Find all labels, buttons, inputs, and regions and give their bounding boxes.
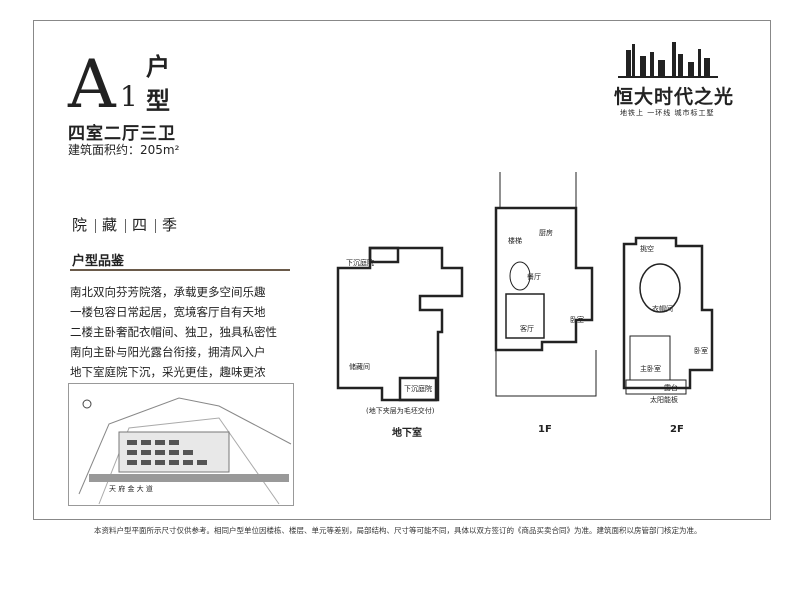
room-label: 下沉庭院 [404,385,432,393]
desc-line: 地下室庭院下沉，采光更佳，趣味更浓 [70,365,266,379]
unit-letter: A [68,46,116,123]
room-label: 露台 [664,384,678,392]
room-summary: 四室二厅三卫 [68,124,176,144]
brand-name: 恒大时代之光 [614,86,735,108]
document-frame [33,20,771,520]
room-label: 客厅 [520,325,534,333]
basement-note: (地下夹层为毛坯交付) [366,407,435,415]
desc-line: 南北双向芬芳院落，承载更多空间乐趣 [70,285,266,299]
basement-lower-well [398,376,438,402]
theme-char: 藏 [102,216,120,234]
room-label: 挑空 [640,245,654,253]
skyline-icon [618,42,718,78]
floor-plans [336,172,714,402]
basement-label: 地下室 [392,428,422,439]
room-label: 卧室 [694,347,708,355]
room-label: 衣帽间 [652,305,673,313]
room-label: 楼梯 [508,237,522,245]
room-label: 厨房 [539,229,553,237]
theme-line: 院藏四季 [72,214,179,235]
second-floor-label: 2F [670,424,684,435]
road-label: 天 府 金 大 道 [109,485,153,493]
north-icon [82,399,92,409]
desc-line: 二楼主卧奢配衣帽间、独卫，独具私密性 [70,325,277,339]
floor-area: 建筑面积约：205m² [68,143,180,157]
first-floor-living [505,293,545,339]
section-rule [70,269,290,271]
room-label: 太阳能板 [650,396,678,404]
desc-line: 南向主卧与阳光露台衔接，拥清风入户 [70,345,266,359]
second-floor-walls [622,236,714,390]
unit-xing: 型 [146,87,170,115]
section-description: 南北双向芬芳院落，承载更多空间乐趣 一楼包容日常起居，宽境客厅自有天地 二楼主卧… [70,282,300,382]
brand-tagline: 地铁上 一环线 城市标工墅 [620,109,715,117]
site-map: 天 府 金 大 道 [68,383,294,506]
basement-lightwell [368,246,400,264]
room-label: 下沉庭院 [346,259,374,267]
room-label: 主卧室 [640,365,661,373]
room-label: 储藏间 [349,363,370,371]
room-label: 卧室 [570,316,584,324]
unit-number: 1 [120,80,138,113]
site-map-drawing [78,397,292,505]
theme-char: 院 [72,216,90,234]
first-floor-label: 1F [538,424,552,435]
unit-hu: 户 [146,53,170,81]
footer-disclaimer: 本资料户型平面所示尺寸仅供参考。相同户型单位因楼栋、楼层、单元等差别，局部结构、… [94,526,702,535]
theme-char: 季 [162,216,180,234]
theme-char: 四 [132,216,150,234]
desc-line: 一楼包容日常起居，宽境客厅自有天地 [70,305,266,319]
first-floor-walls [494,206,594,352]
basement-walls [336,246,464,402]
room-label: 餐厅 [527,273,541,281]
brand-logo [618,42,718,78]
section-title: 户型品鉴 [72,254,125,269]
